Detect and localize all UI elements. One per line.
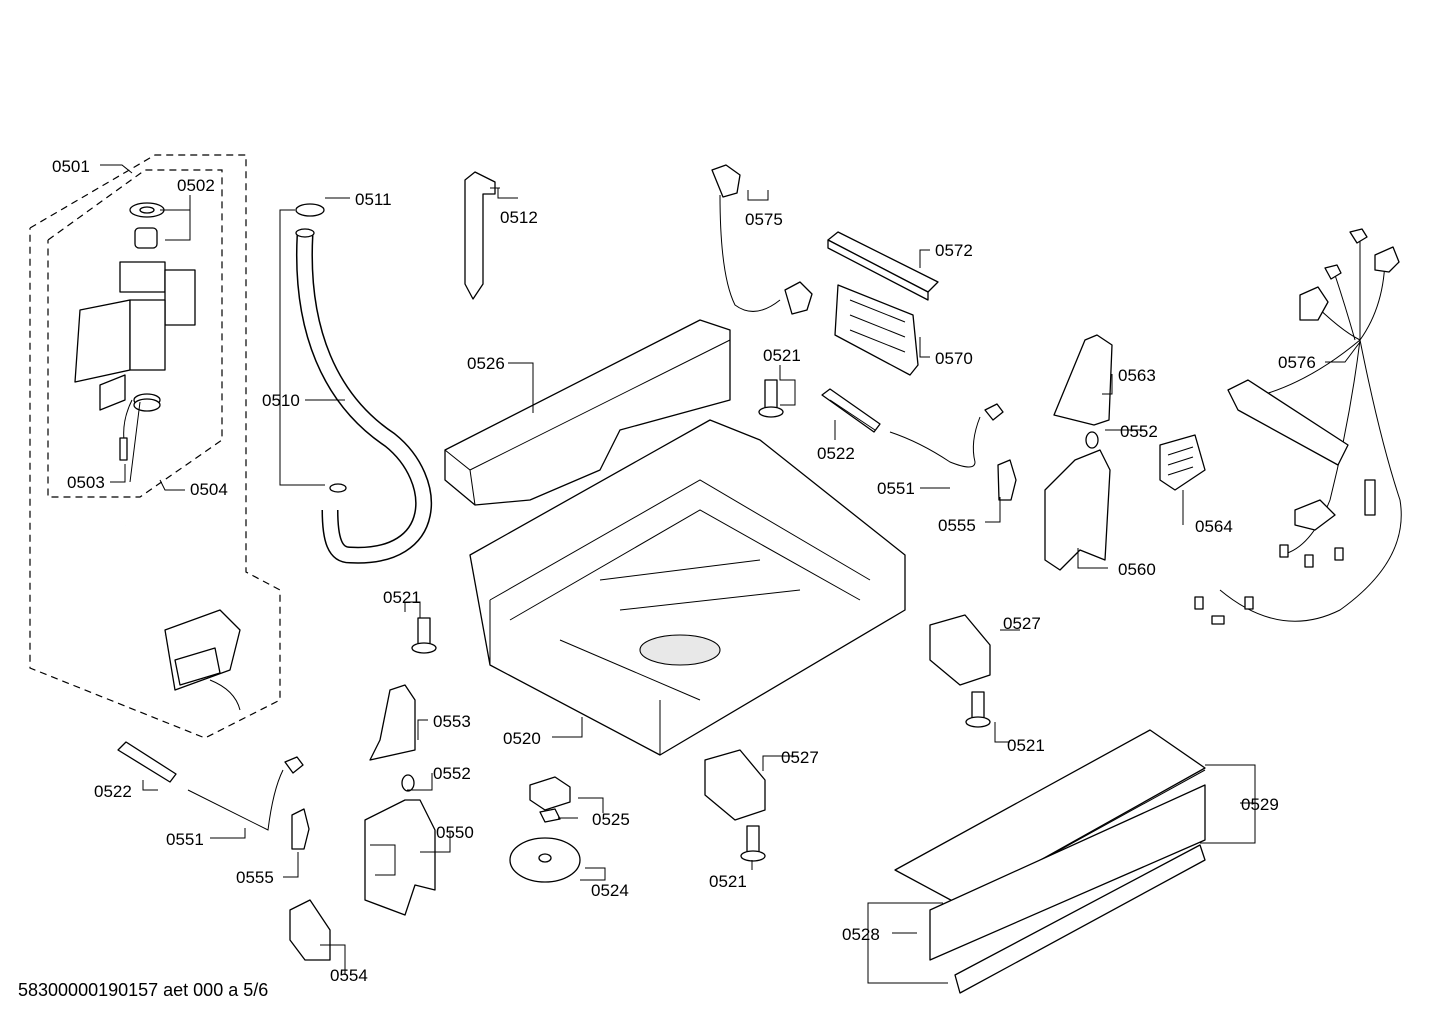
label-0576: 0576 xyxy=(1278,353,1316,372)
label-0563: 0563 xyxy=(1118,366,1156,385)
drain-hose-valve-part xyxy=(120,524,241,711)
label-0564: 0564 xyxy=(1195,517,1233,536)
label-0553: 0553 xyxy=(433,712,471,731)
label-0522-left: 0522 xyxy=(94,782,132,801)
label-0527-center: 0527 xyxy=(781,748,819,767)
part-labels: 0501 0502 0503 0504 0510 0511 0512 0575 … xyxy=(52,157,1316,985)
hinge-0553-part xyxy=(369,684,416,761)
cover-0526-part xyxy=(444,319,731,506)
foot-0527-part xyxy=(704,614,991,821)
label-0554: 0554 xyxy=(330,966,368,985)
label-0510: 0510 xyxy=(262,391,300,410)
label-0524: 0524 xyxy=(591,881,629,900)
power-cord-0575-part xyxy=(711,164,813,315)
label-0502: 0502 xyxy=(177,176,215,195)
label-0552-right: 0552 xyxy=(1120,422,1158,441)
label-0512: 0512 xyxy=(500,208,538,227)
aquastop-valve-part xyxy=(74,202,196,461)
label-0560: 0560 xyxy=(1118,560,1156,579)
label-0528: 0528 xyxy=(842,925,880,944)
label-0525: 0525 xyxy=(592,810,630,829)
label-0504: 0504 xyxy=(190,480,228,499)
label-0550: 0550 xyxy=(436,823,474,842)
label-0575: 0575 xyxy=(745,210,783,229)
label-0555-left: 0555 xyxy=(236,868,274,887)
washer-0552-part xyxy=(401,774,415,792)
label-0503: 0503 xyxy=(67,473,105,492)
label-0551-right: 0551 xyxy=(877,479,915,498)
document-code: 58300000190157 aet 000 a 5/6 xyxy=(18,980,269,1000)
toe-kick-0528-part xyxy=(929,784,1206,994)
bracket-0550-part xyxy=(364,799,436,916)
panel-0572-part xyxy=(827,231,939,301)
label-0555-right: 0555 xyxy=(938,516,976,535)
wiring-harness-0576-part xyxy=(1194,228,1402,625)
spring-0522-part xyxy=(117,388,881,783)
label-0521-right: 0521 xyxy=(1007,736,1045,755)
bracket-0563-part xyxy=(1053,334,1113,426)
leader-lines xyxy=(100,164,1361,984)
clip-0555-part xyxy=(291,459,1017,850)
label-0521-bottom: 0521 xyxy=(709,872,747,891)
base-tub-0520-part xyxy=(469,419,906,756)
assembly-0501-outline xyxy=(29,154,281,739)
clip-0554-part xyxy=(289,899,331,961)
label-0552-left: 0552 xyxy=(433,764,471,783)
label-0572: 0572 xyxy=(935,241,973,260)
clip-block-0564-part xyxy=(1159,434,1206,491)
block-0525-part xyxy=(529,776,571,823)
hose-0510-part xyxy=(295,203,433,564)
disc-0524-part xyxy=(509,837,581,883)
label-0521-top: 0521 xyxy=(763,346,801,365)
label-0527-right: 0527 xyxy=(1003,614,1041,633)
label-0529: 0529 xyxy=(1241,795,1279,814)
label-0522-right: 0522 xyxy=(817,444,855,463)
label-0521-left: 0521 xyxy=(383,588,421,607)
bracket-0512-part xyxy=(464,171,496,300)
label-0526: 0526 xyxy=(467,354,505,373)
label-0570: 0570 xyxy=(935,349,973,368)
label-0501: 0501 xyxy=(52,157,90,176)
housing-0570-part xyxy=(834,284,919,376)
label-0551-left: 0551 xyxy=(166,830,204,849)
label-0511: 0511 xyxy=(355,190,392,209)
label-0520: 0520 xyxy=(503,729,541,748)
bracket-0560-part xyxy=(1044,431,1111,571)
sensor-0551-part xyxy=(187,403,1004,831)
screw-0521-part xyxy=(411,379,991,862)
